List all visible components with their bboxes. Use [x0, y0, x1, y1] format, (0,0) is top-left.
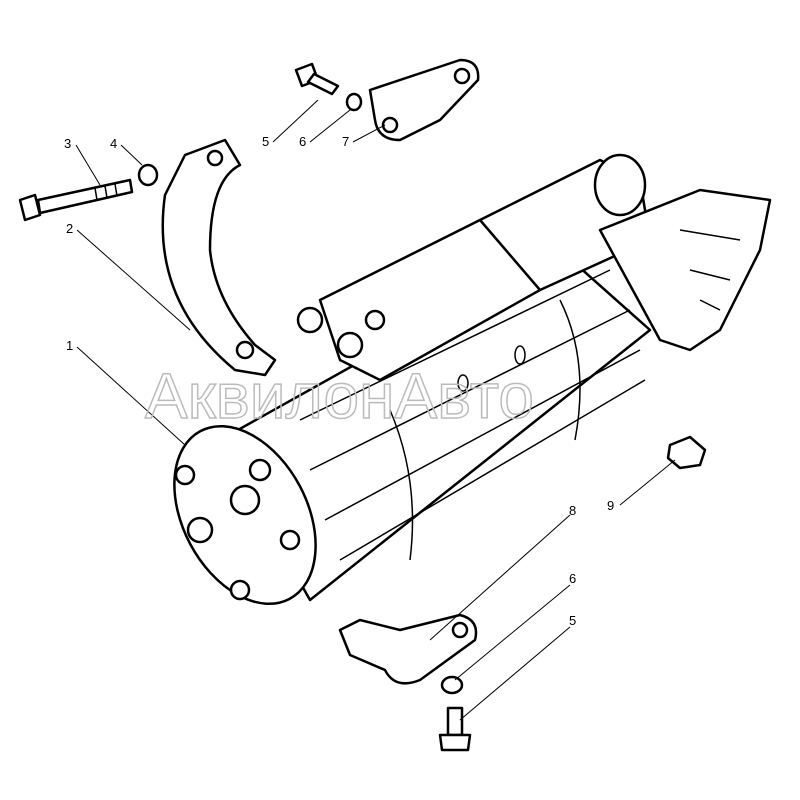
- bolt-5-bottom: [438, 706, 472, 752]
- callout-1: 1: [66, 338, 73, 353]
- washer-4: [137, 163, 159, 187]
- bracket-7: [368, 58, 480, 142]
- washer-6-top: [345, 92, 363, 112]
- bolt-5-top: [294, 62, 340, 96]
- callout-8: 8: [569, 503, 576, 518]
- callout-5-top: 5: [262, 134, 269, 149]
- callout-3: 3: [64, 136, 71, 151]
- drive-housing: [598, 188, 772, 352]
- leader-lines: [75, 99, 676, 721]
- callout-6-bottom: 6: [569, 571, 576, 586]
- callout-6-top: 6: [299, 134, 306, 149]
- watermark: АквилонАвто: [145, 360, 534, 432]
- callout-5-bottom: 5: [569, 613, 576, 628]
- solenoid: [296, 153, 652, 382]
- bolt-3: [18, 178, 134, 222]
- starter-motor-body: [173, 248, 652, 606]
- callout-4: 4: [110, 136, 117, 151]
- callout-2: 2: [66, 221, 73, 236]
- callout-9: 9: [607, 498, 614, 513]
- clamp-bracket: [161, 138, 277, 377]
- callout-7: 7: [342, 134, 349, 149]
- washer-6-bottom: [440, 675, 464, 695]
- plug-9: [666, 435, 707, 470]
- bracket-8: [338, 613, 478, 685]
